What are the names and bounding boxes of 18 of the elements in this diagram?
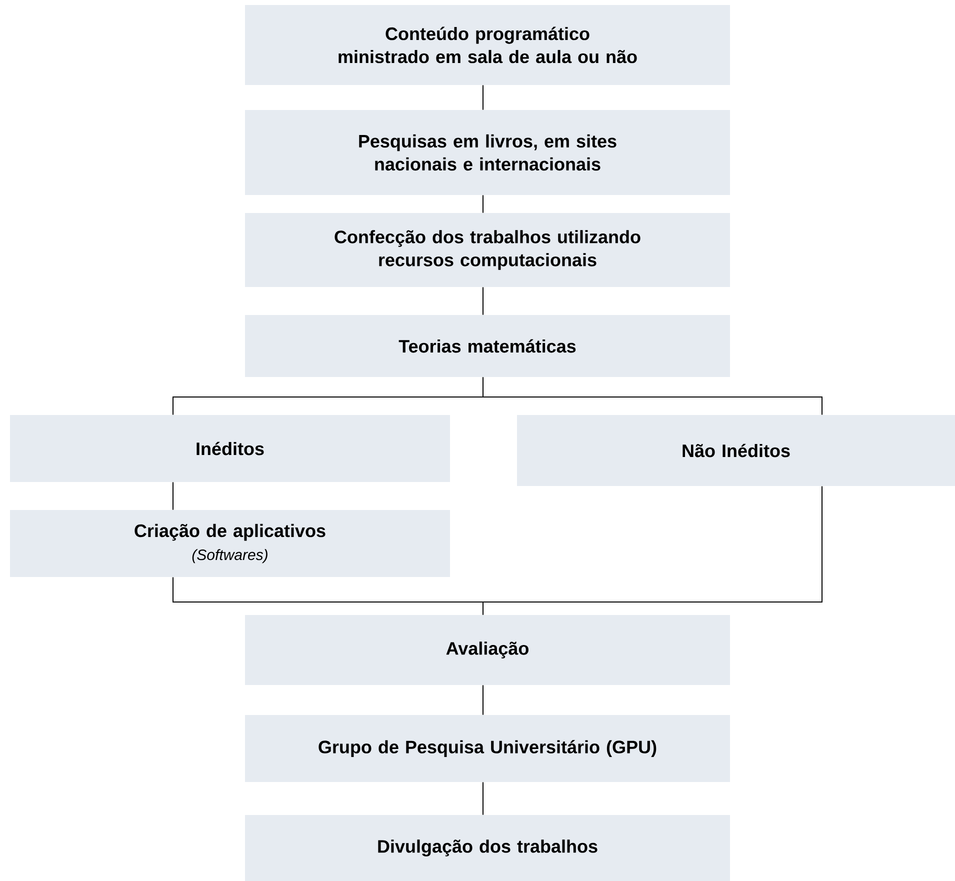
connector-line xyxy=(482,782,484,816)
process-box: Criação de aplicativos (Softwares) xyxy=(10,510,450,577)
process-box: Divulgação dos trabalhos xyxy=(245,815,730,881)
connector-line xyxy=(482,486,823,616)
connector-line xyxy=(482,286,484,316)
connector-line xyxy=(482,194,484,214)
process-box: Avaliação xyxy=(245,615,730,685)
process-box: Conteúdo programático ministrado em sala de aula ou não xyxy=(245,5,730,85)
process-box: Não Inéditos xyxy=(517,415,955,486)
process-box: Confecção dos trabalhos utilizando recursos computacionais xyxy=(245,213,730,287)
process-box: Pesquisas em livros, em sites nacionais e internacionais xyxy=(245,110,730,195)
connector-line xyxy=(482,684,484,716)
connector-line xyxy=(172,482,174,510)
process-box: Inéditos xyxy=(10,415,450,482)
connector-line xyxy=(482,376,823,416)
process-box: Teorias matemáticas xyxy=(245,315,730,377)
process-box: Grupo de Pesquisa Universitário (GPU) xyxy=(245,715,730,782)
connector-line xyxy=(482,84,484,110)
